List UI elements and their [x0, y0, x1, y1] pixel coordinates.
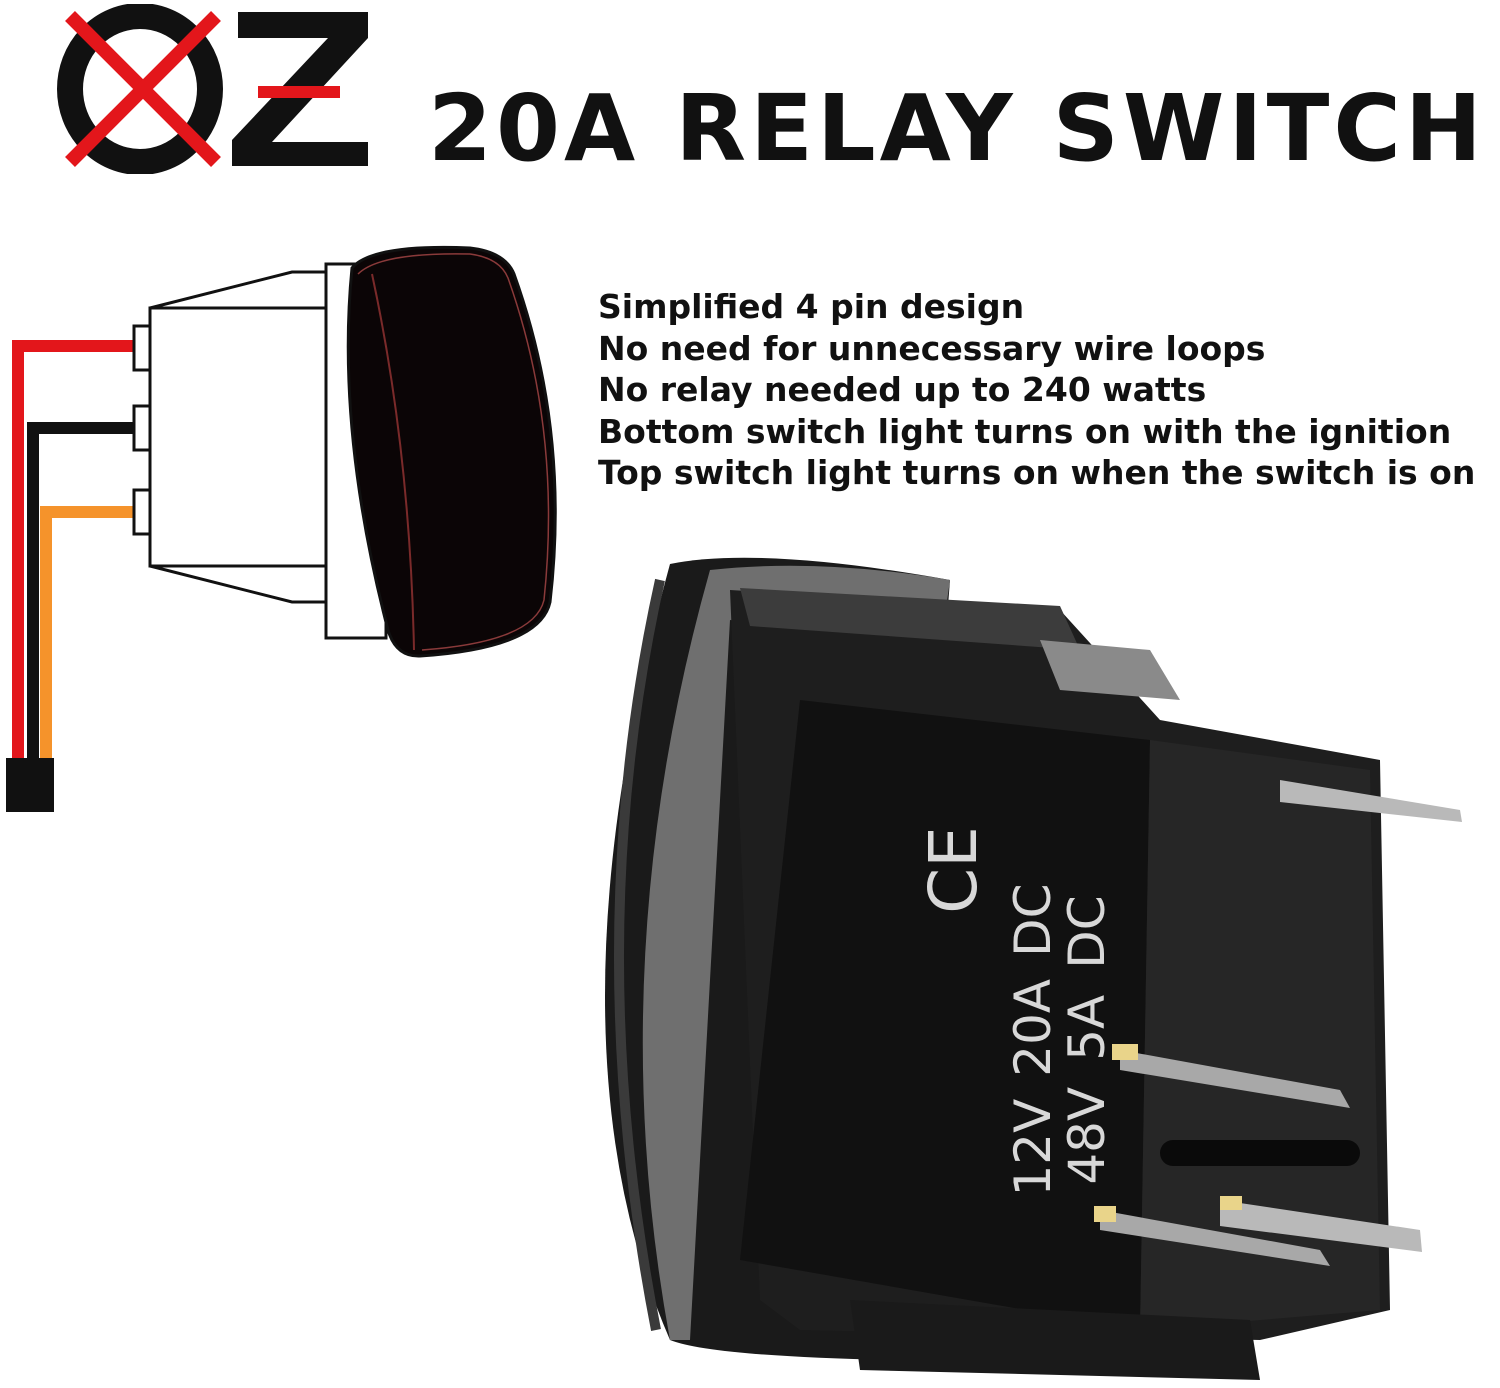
orange-wire — [40, 506, 136, 760]
rocker-front-highlight — [614, 578, 665, 1331]
product-photo: CE 12V20ADC 48V5ADC — [605, 557, 1462, 1380]
ce-mark: CE — [915, 826, 992, 914]
wiring-diagram — [6, 245, 557, 812]
brand-logo: OZ — [57, 4, 368, 174]
rocker-cap-edge-line — [371, 273, 415, 651]
led-contact-1 — [1112, 1044, 1138, 1060]
feature-item: Simplified 4 pin design — [598, 287, 1025, 326]
housing-base — [850, 1300, 1260, 1380]
bezel-rim — [642, 565, 950, 1340]
logo-letter-o — [57, 4, 223, 174]
rocker-cap-outline — [357, 253, 550, 651]
terminal-lower-1 — [1100, 1210, 1330, 1266]
switch-pin-1 — [132, 324, 152, 372]
black-wire — [27, 422, 136, 810]
mounting-tab — [1040, 640, 1180, 700]
switch-pin-2 — [132, 404, 152, 452]
feature-item: No relay needed up to 240 watts — [598, 370, 1207, 409]
led-contact-2 — [1094, 1206, 1116, 1222]
red-wire — [12, 340, 136, 810]
terminal-middle — [1120, 1050, 1350, 1108]
housing-top-edge — [740, 588, 1080, 650]
label-face — [740, 700, 1150, 1330]
terminal-pin-black — [1160, 1140, 1360, 1166]
logo-z-red-bar — [258, 86, 340, 98]
feature-item: Bottom switch light turns on with the ig… — [598, 411, 1452, 451]
rocker-cap — [346, 245, 557, 658]
led-contact-3 — [1220, 1196, 1242, 1210]
feature-item: No need for unnecessary wire loops — [598, 328, 1266, 368]
feature-item: Top switch light turns on when the switc… — [598, 453, 1476, 492]
switch-pin-3 — [132, 488, 152, 536]
switch-body-bottom — [149, 564, 328, 604]
page-title: 20A RELAY SWITCH — [428, 75, 1486, 182]
feature-list: Simplified 4 pin design No need for unne… — [598, 286, 1475, 494]
terminal-lower-2 — [1220, 1200, 1422, 1252]
marking-line-2: 48V5ADC — [1058, 895, 1116, 1184]
marking-line-1: 12V20ADC — [1004, 883, 1062, 1196]
terminal-top — [1280, 780, 1462, 822]
wire-bundle-end — [6, 758, 54, 812]
switch-body — [148, 306, 328, 568]
side-panel — [1140, 740, 1380, 1330]
logo-x-stroke-2 — [65, 11, 221, 167]
